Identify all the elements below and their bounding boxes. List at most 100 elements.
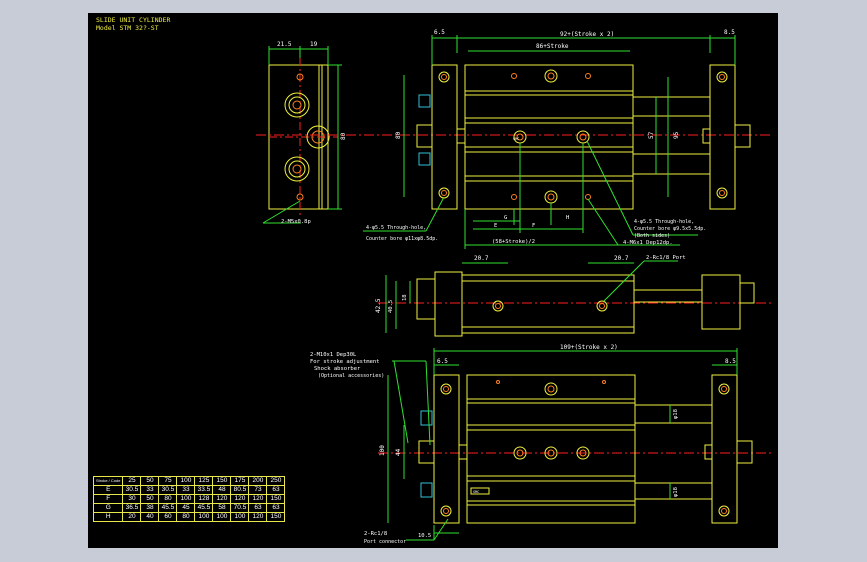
dim-80-side: 80 [340, 132, 347, 140]
table-row: H 20 40 60 80 100 100 100 120 150 [92, 512, 286, 522]
dim-phi18-bottom: φ18 [673, 487, 679, 497]
table-cell: 45 [176, 503, 196, 513]
table-header-row: Stroke / Code 25 50 75 100 125 150 175 2… [92, 476, 286, 486]
bolt-note-3: Shock absorber [314, 366, 361, 372]
table-cell: 36.5 [122, 503, 142, 513]
row-code: H [92, 512, 124, 522]
bottom-view [378, 348, 773, 541]
dim-57: 57 [648, 131, 655, 139]
cad-drawing: SLIDE UNIT CYLINDER Model STM 32?-ST 21.… [96, 16, 773, 545]
table-cell: 73 [248, 485, 268, 495]
dim-20-7-left: 20.7 [474, 255, 489, 262]
table-cell: 30.5 [122, 485, 142, 495]
middle-view [378, 260, 773, 337]
table-header-cell: 150 [212, 476, 232, 486]
table-cell: 33 [140, 485, 160, 495]
table-cell: 150 [266, 512, 286, 522]
table-cell: 80.5 [230, 485, 250, 495]
table-row: G 36.5 38 45.5 45 45.5 58 70.5 63 63 [92, 503, 286, 513]
counterbore-right-note-2: Counter bore φ9.5x5.5dp. [634, 226, 706, 232]
dim-bottom-overall: 109+(Stroke x 2) [560, 344, 618, 351]
counterbore-left-note-2: Counter bore φ11xφ8.5dp. [366, 236, 438, 242]
bottom-port-note-1: 2-Rc1/8 [364, 531, 387, 537]
dim-bottom-6-5: 6.5 [437, 358, 448, 365]
table-cell: 100 [212, 512, 232, 522]
table-header-cell: 175 [230, 476, 250, 486]
table-cell: 60 [158, 512, 178, 522]
table-cell: 33.5 [194, 485, 214, 495]
dim-bottom-44: 44 [395, 448, 402, 456]
label-f: F [532, 223, 535, 229]
table-cell: 128 [194, 494, 214, 504]
dim-10-5: 10.5 [418, 533, 431, 539]
table-header-cell: 100 [176, 476, 196, 486]
table-cell: 38 [140, 503, 160, 513]
dim-40-5: 40.5 [388, 300, 394, 313]
table-cell: 33 [176, 485, 196, 495]
dim-19: 19 [310, 41, 318, 48]
table-cell: 45.5 [158, 503, 178, 513]
table-cell: 80 [176, 512, 196, 522]
table-cell: 40 [140, 512, 160, 522]
table-cell: 63 [248, 503, 268, 513]
counterbore-right-note-3: (Both sides) [634, 233, 670, 239]
dim-8-5-right: 8.5 [724, 29, 735, 36]
table-cell: 58 [212, 503, 232, 513]
side-view [262, 46, 342, 224]
bottom-nameplate: SMC [473, 490, 479, 494]
row-code: E [92, 485, 124, 495]
table-cell: 100 [176, 494, 196, 504]
label-g: G [504, 215, 507, 221]
table-cell: 50 [140, 494, 160, 504]
table-cell: 100 [194, 512, 214, 522]
label-e: E [494, 223, 497, 229]
row-code: G [92, 503, 124, 513]
table-cell: 48 [212, 485, 232, 495]
dim-bottom-stroke: (58+Stroke)/2 [492, 239, 535, 245]
label-h: H [566, 215, 569, 221]
dim-6-5-left: 6.5 [434, 29, 445, 36]
row-code: F [92, 494, 124, 504]
counterbore-left-note-1: 4-φ5.5 Through-hole, [366, 225, 426, 231]
table-row: E 30.5 33 30.5 33 33.5 48 80.5 73 63 [92, 485, 286, 495]
table-cell: 150 [266, 494, 286, 504]
table-cell: 120 [248, 512, 268, 522]
table-cell: 80 [158, 494, 178, 504]
table-row: F 30 50 80 100 128 120 120 120 150 [92, 494, 286, 504]
counterbore-right-note-1: 4-φ5.5 Through-hole, [634, 219, 694, 225]
front-nameplate: SMC [513, 137, 519, 141]
table-cell: 30 [122, 494, 142, 504]
table-header-cell: 25 [122, 476, 142, 486]
table-cell: 120 [230, 494, 250, 504]
mid-port-note: 2-Rc1/8 Port [646, 255, 686, 261]
cad-drawing-canvas: SLIDE UNIT CYLINDER Model STM 32?-ST 21.… [88, 13, 778, 548]
dim-42-5: 42.5 [375, 298, 382, 313]
table-header-cell: 50 [140, 476, 160, 486]
dim-bottom-100: 100 [379, 445, 386, 456]
port-m5-note: 2-M5x0.8p [281, 219, 311, 225]
drawing-model: Model STM 32?-ST [96, 24, 159, 32]
bolt-note-1: 2-M10x1 Dep30L [310, 352, 357, 358]
table-cell: 45.5 [194, 503, 214, 513]
dim-20-7-right: 20.7 [614, 255, 629, 262]
bolt-note-2: For stroke adjustment [310, 359, 380, 365]
dim-21-5: 21.5 [277, 41, 292, 48]
table-header-cell: 125 [194, 476, 214, 486]
table-header-cell: 200 [248, 476, 268, 486]
dim-phi18-top: φ18 [673, 409, 679, 419]
dim-bottom-8-5: 8.5 [725, 358, 736, 365]
table-cell: 63 [266, 503, 286, 513]
dim-95: 95 [673, 131, 680, 139]
tapped-hole-note: 4-M6x1 Dep12dp. [623, 240, 673, 246]
table-cell: 100 [230, 512, 250, 522]
drawing-title: SLIDE UNIT CYLINDER [96, 16, 170, 24]
bolt-note-4: (Optional accessories) [318, 373, 384, 379]
table-cell: 63 [266, 485, 286, 495]
table-cell: 30.5 [158, 485, 178, 495]
dim-top-inner: 86+Stroke [536, 43, 569, 50]
dim-top-overall: 92+(Stroke x 2) [560, 31, 614, 38]
table-cell: 70.5 [230, 503, 250, 513]
table-cell: 20 [122, 512, 142, 522]
bottom-port-note-2: Port connector [364, 539, 406, 545]
table-header-corner: Stroke / Code [92, 476, 124, 486]
